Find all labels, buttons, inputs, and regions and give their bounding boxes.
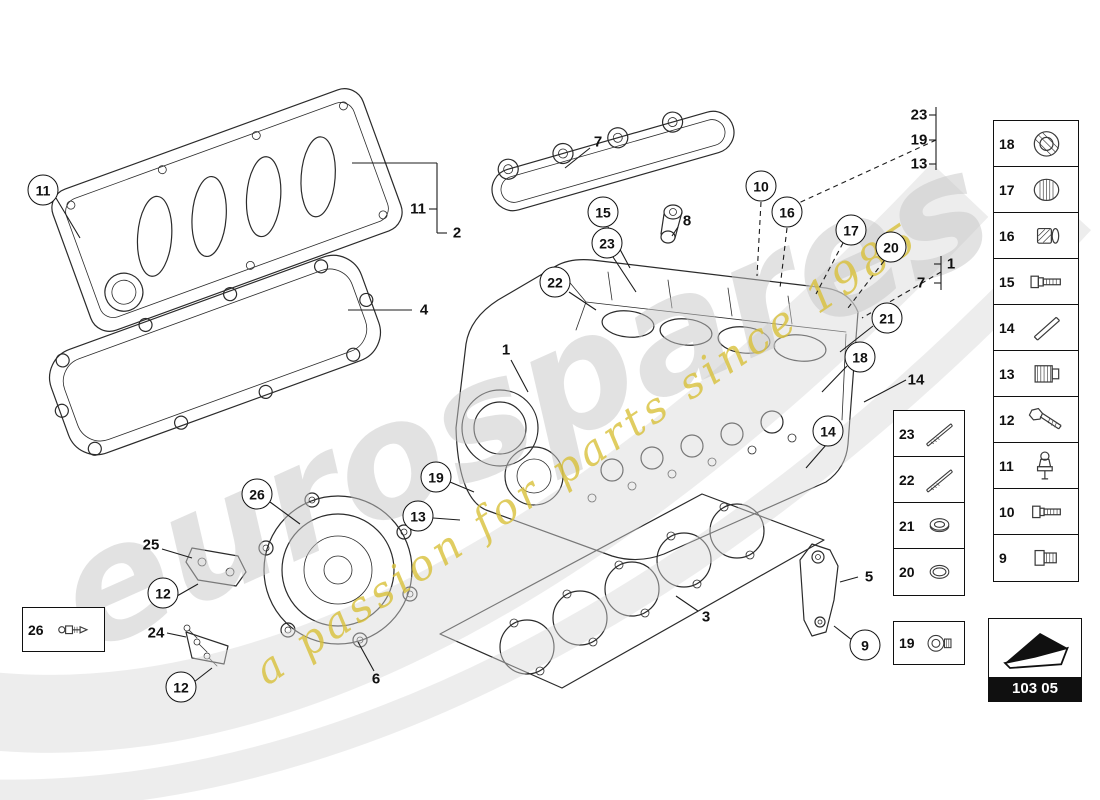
part-detail-number: 17: [999, 181, 1015, 198]
valve-cover-gasket-drawing: [48, 254, 382, 456]
part-detail-box-17[interactable]: 17: [993, 166, 1079, 214]
part-detail-box-10[interactable]: 10: [993, 488, 1079, 536]
callout-label-8[interactable]: 8: [682, 212, 692, 230]
callout-circle-21[interactable]: 21: [871, 302, 903, 334]
callout-label-3[interactable]: 3: [701, 608, 711, 626]
hex-bolt-icon: [1018, 402, 1075, 438]
part-detail-box-9[interactable]: 9: [993, 534, 1079, 582]
long-stud-icon: [918, 462, 961, 498]
callout-circle-10[interactable]: 10: [745, 170, 777, 202]
callout-circle-16[interactable]: 16: [771, 196, 803, 228]
part-detail-number: 14: [999, 319, 1015, 336]
part-detail-number: 26: [28, 621, 44, 638]
callout-circle-19[interactable]: 19: [420, 461, 452, 493]
callout-label-19[interactable]: 19: [910, 131, 928, 149]
bracket-8-drawing: [660, 204, 683, 244]
small-valve-icon: [47, 613, 101, 647]
support-bracket-drawing: [799, 543, 839, 637]
part-detail-box-21[interactable]: 21: [893, 502, 965, 550]
cap-nut-icon: [918, 627, 961, 660]
o-ring-icon: [918, 554, 961, 590]
part-detail-box-19[interactable]: 19: [893, 621, 965, 665]
part-detail-number: 19: [899, 635, 915, 651]
part-detail-box-18[interactable]: 18: [993, 120, 1079, 168]
part-detail-number: 18: [999, 135, 1015, 152]
core-plug-icon: [1018, 172, 1075, 208]
callout-label-1[interactable]: 1: [501, 341, 511, 359]
bracket-24-drawing: [183, 624, 229, 667]
part-detail-box-23[interactable]: 23: [893, 410, 965, 458]
callout-label-13[interactable]: 13: [910, 155, 928, 173]
callout-circle-12[interactable]: 12: [147, 577, 179, 609]
chain-gasket-drawing: [491, 110, 735, 212]
part-detail-box-14[interactable]: 14: [993, 304, 1079, 352]
part-detail-box-16[interactable]: 16: [993, 212, 1079, 260]
callout-circle-11[interactable]: 11: [27, 174, 59, 206]
callout-label-6[interactable]: 6: [371, 670, 381, 688]
part-detail-box-15[interactable]: 15: [993, 258, 1079, 306]
part-detail-box-22[interactable]: 22: [893, 456, 965, 504]
threaded-plug-icon: [1018, 356, 1075, 392]
cylinder-head-drawing: [455, 259, 859, 561]
callout-circle-13[interactable]: 13: [402, 500, 434, 532]
part-detail-box-20[interactable]: 20: [893, 548, 965, 596]
part-detail-number: 16: [999, 227, 1015, 244]
callout-label-24[interactable]: 24: [147, 624, 165, 642]
callout-circle-9[interactable]: 9: [849, 629, 881, 661]
socket-bolt-icon: [1018, 494, 1075, 530]
screw-plug-icon: [1018, 264, 1075, 300]
callout-label-11[interactable]: 11: [410, 200, 426, 218]
valve-cover-drawing: [51, 88, 403, 332]
callout-label-14[interactable]: 14: [907, 371, 925, 389]
callout-label-23[interactable]: 23: [910, 106, 928, 124]
part-detail-box-26[interactable]: 26: [22, 607, 105, 652]
part-detail-number: 23: [899, 425, 915, 442]
part-detail-number: 22: [899, 471, 915, 488]
part-detail-number: 10: [999, 503, 1015, 520]
part-detail-box-11[interactable]: 11: [993, 442, 1079, 490]
part-detail-number: 15: [999, 273, 1015, 290]
callout-circle-18[interactable]: 18: [844, 341, 876, 373]
timing-cover-drawing: [258, 492, 418, 648]
callout-circle-17[interactable]: 17: [835, 214, 867, 246]
callout-label-5[interactable]: 5: [864, 568, 874, 586]
bushing-icon: [1018, 218, 1075, 254]
part-detail-number: 21: [899, 517, 915, 534]
part-detail-number: 13: [999, 365, 1015, 382]
callout-label-1[interactable]: 1: [946, 255, 956, 273]
head-gasket-drawing: [439, 493, 825, 689]
part-detail-box-12[interactable]: 12: [993, 396, 1079, 444]
part-detail-number: 11: [999, 457, 1014, 474]
part-detail-number: 12: [999, 411, 1015, 428]
callout-label-7[interactable]: 7: [916, 274, 926, 292]
sensor-valve-icon: [1018, 448, 1075, 484]
callout-label-4[interactable]: 4: [419, 301, 429, 319]
dowel-pin-icon: [1018, 310, 1075, 346]
diagram-arrow-icon: [1003, 633, 1069, 669]
callout-circle-12[interactable]: 12: [165, 671, 197, 703]
part-detail-number: 9: [999, 549, 1007, 566]
callout-circle-15[interactable]: 15: [587, 196, 619, 228]
callout-circle-20[interactable]: 20: [875, 231, 907, 263]
part-detail-box-13[interactable]: 13: [993, 350, 1079, 398]
cap-plug-icon: [1018, 126, 1075, 162]
callout-label-7[interactable]: 7: [593, 133, 603, 151]
long-stud-icon: [918, 416, 961, 452]
part-detail-number: 20: [899, 563, 915, 580]
short-plug-icon: [1018, 540, 1075, 576]
callout-circle-22[interactable]: 22: [539, 266, 571, 298]
callout-circle-26[interactable]: 26: [241, 478, 273, 510]
callout-circle-23[interactable]: 23: [591, 227, 623, 259]
seal-washer-icon: [918, 508, 961, 544]
callout-label-25[interactable]: 25: [142, 536, 160, 554]
bracket-25-drawing: [185, 547, 247, 587]
part-group-code: 103 05: [989, 677, 1081, 701]
callout-label-2[interactable]: 2: [452, 224, 462, 242]
callout-circle-14[interactable]: 14: [812, 415, 844, 447]
part-group-box[interactable]: 103 05: [988, 618, 1082, 702]
